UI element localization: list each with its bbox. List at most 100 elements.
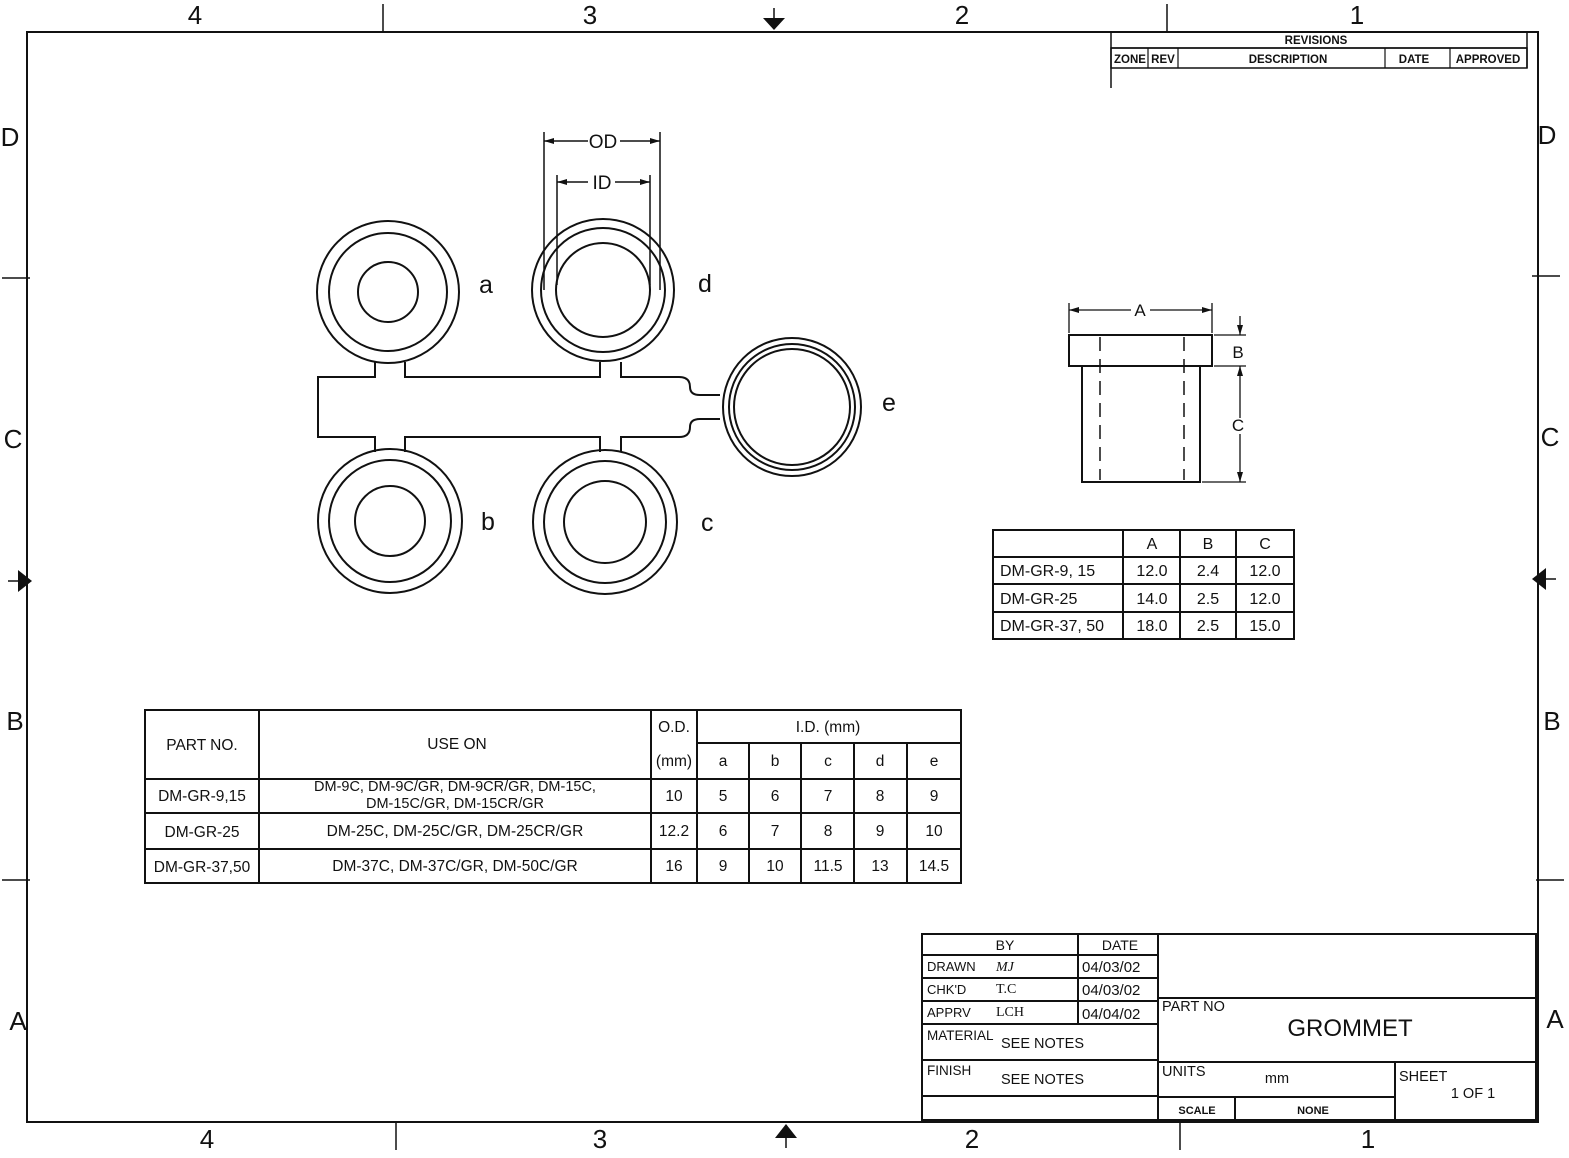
parts-row-id: 8 xyxy=(876,788,885,805)
units-label: UNITS xyxy=(1162,1064,1206,1080)
approved-date: 04/04/02 xyxy=(1082,1006,1140,1023)
top-zone-2: 2 xyxy=(955,0,969,30)
parts-header-od-unit: (mm) xyxy=(656,753,692,770)
dim-table-cell: 2.5 xyxy=(1197,591,1219,608)
label-b: b xyxy=(481,508,495,536)
grommet-b xyxy=(317,448,463,594)
parts-row-id: 9 xyxy=(719,858,728,875)
parts-row-id: 6 xyxy=(771,788,780,805)
rev-header-rev: REV xyxy=(1151,54,1175,66)
dim-table-cell: 2.5 xyxy=(1197,618,1219,635)
parts-row-id: 6 xyxy=(719,823,728,840)
right-zone-A: A xyxy=(1546,1004,1564,1034)
parts-row-id: 10 xyxy=(766,858,784,875)
parts-header-od: O.D. xyxy=(658,719,690,736)
title-date-header: DATE xyxy=(1102,937,1138,953)
right-zone-D: D xyxy=(1538,120,1557,150)
material-label: MATERIAL xyxy=(927,1028,994,1043)
right-zone-C: C xyxy=(1541,422,1560,452)
parts-header-use-on: USE ON xyxy=(427,736,486,753)
parts-row-id: 13 xyxy=(871,858,888,875)
bottom-zone-1: 1 xyxy=(1361,1124,1375,1154)
label-e: e xyxy=(882,389,896,417)
part-no-label: PART NO xyxy=(1162,999,1225,1015)
dim-table-cell: 18.0 xyxy=(1136,618,1167,635)
parts-header-id-a: a xyxy=(719,753,728,770)
parts-row-part: DM-GR-25 xyxy=(165,824,240,841)
checked-date: 04/03/02 xyxy=(1082,982,1140,999)
sheet-value: 1 OF 1 xyxy=(1451,1086,1495,1102)
left-zone-C: C xyxy=(4,424,23,454)
title-by-header: BY xyxy=(996,937,1015,953)
dimension-table: A B C DM-GR-9, 15 DM-GR-25 DM-GR-37, 50 … xyxy=(992,529,1295,640)
approved-label: APPRV xyxy=(927,1005,971,1020)
bottom-center-arrow-icon xyxy=(775,1124,797,1138)
sheet-label: SHEET xyxy=(1399,1069,1447,1085)
dim-table-cell: 12.0 xyxy=(1249,563,1280,580)
dim-a-label: A xyxy=(1134,301,1146,320)
rev-header-zone: ZONE xyxy=(1114,54,1146,66)
left-zone-D: D xyxy=(1,122,20,152)
left-zone-A: A xyxy=(9,1006,27,1036)
checked-label: CHK'D xyxy=(927,982,966,997)
parts-row-id: 8 xyxy=(824,823,833,840)
parts-row-id: 9 xyxy=(930,788,939,805)
parts-row-od: 16 xyxy=(665,858,682,875)
border-frame xyxy=(2,4,1564,1150)
dim-table-cell: 14.0 xyxy=(1136,591,1167,608)
scale-label: SCALE xyxy=(1178,1105,1215,1117)
dim-table-cell: 12.0 xyxy=(1249,591,1280,608)
label-a: a xyxy=(479,271,493,299)
bottom-zone-2: 2 xyxy=(965,1124,979,1154)
parts-row-id: 7 xyxy=(824,788,833,805)
grommet-plan-view xyxy=(316,132,862,595)
dim-table-header-a: A xyxy=(1147,536,1158,553)
parts-row-id: 14.5 xyxy=(919,858,949,875)
dim-table-cell: 2.4 xyxy=(1197,563,1219,580)
parts-header-id-c: c xyxy=(824,753,832,770)
dim-table-cell: 15.0 xyxy=(1249,618,1280,635)
od-label: OD xyxy=(589,132,618,153)
parts-header-id-d: d xyxy=(876,753,885,770)
dim-c-label: C xyxy=(1232,416,1244,435)
parts-row-part: DM-GR-9,15 xyxy=(158,788,246,805)
rev-header-approved: APPROVED xyxy=(1456,54,1521,66)
dim-b-label: B xyxy=(1232,343,1243,362)
revisions-title: REVISIONS xyxy=(1285,35,1348,47)
parts-row-use-on: DM-15C/GR, DM-15CR/GR xyxy=(366,796,544,812)
left-zone-B: B xyxy=(6,706,23,736)
dim-table-header-b: B xyxy=(1203,536,1214,553)
grommet-side-view xyxy=(1068,303,1246,483)
dim-table-cell: DM-GR-25 xyxy=(1000,591,1077,608)
finish-value: SEE NOTES xyxy=(1001,1072,1084,1088)
label-d: d xyxy=(698,270,712,298)
grommet-a xyxy=(316,220,460,364)
finish-label: FINISH xyxy=(927,1063,971,1078)
parts-row-id: 10 xyxy=(925,823,943,840)
top-zone-1: 1 xyxy=(1350,0,1364,30)
revisions-block: REVISIONS ZONE REV DESCRIPTION DATE APPR… xyxy=(1110,32,1528,88)
approved-by: LCH xyxy=(996,1005,1024,1020)
top-center-arrow-icon xyxy=(763,18,785,30)
dim-table-header-c: C xyxy=(1259,536,1271,553)
bottom-zone-3: 3 xyxy=(593,1124,607,1154)
parts-row-use-on: DM-25C, DM-25C/GR, DM-25CR/GR xyxy=(327,823,584,840)
top-zone-4: 4 xyxy=(188,0,202,30)
parts-row-od: 12.2 xyxy=(659,823,689,840)
drawn-date: 04/03/02 xyxy=(1082,959,1140,976)
parts-row-id: 9 xyxy=(876,823,885,840)
parts-header-id-b: b xyxy=(771,753,780,770)
parts-row-id: 7 xyxy=(771,823,780,840)
scale-value: NONE xyxy=(1297,1105,1329,1117)
parts-header-id: I.D. (mm) xyxy=(796,719,861,736)
parts-table: PART NO. USE ON O.D. (mm) I.D. (mm) a b … xyxy=(144,709,962,884)
parts-row-id: 5 xyxy=(719,788,728,805)
bottom-zone-4: 4 xyxy=(200,1124,214,1154)
label-c: c xyxy=(701,509,714,537)
checked-by: T.C xyxy=(996,982,1016,997)
rev-header-description: DESCRIPTION xyxy=(1249,54,1328,66)
drawing-title: GROMMET xyxy=(1287,1015,1413,1042)
grommet-d xyxy=(531,218,675,362)
top-zone-3: 3 xyxy=(583,0,597,30)
